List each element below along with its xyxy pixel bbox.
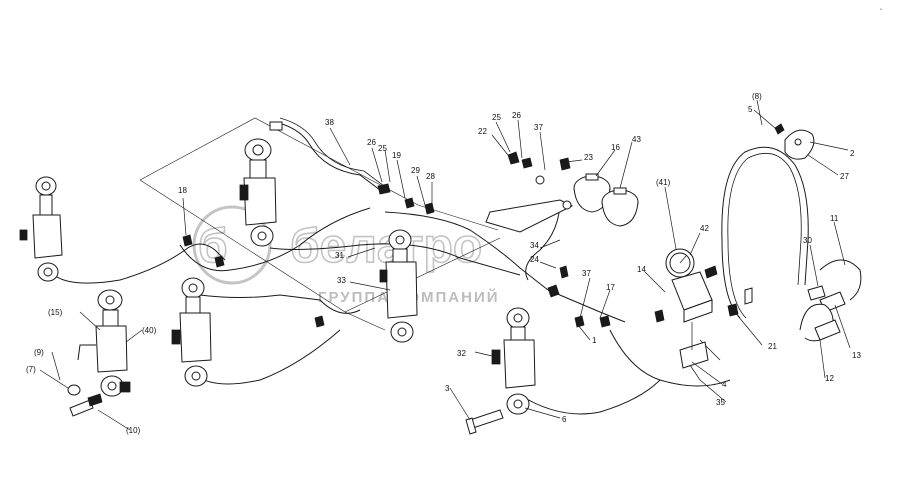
- label-33: 33: [337, 276, 346, 285]
- label-17: 17: [606, 283, 615, 292]
- cylinder-lower-left: [171, 277, 212, 387]
- label-31: 31: [335, 251, 344, 260]
- label-27: 27: [840, 172, 849, 181]
- label-14: 14: [637, 265, 646, 274]
- cylinder-lower-right: [465, 307, 536, 435]
- label-6: 6: [562, 415, 567, 424]
- watermark: б белагро ГРУППА КОМПАНИЙ: [192, 205, 498, 306]
- right-side-parts: [744, 123, 862, 342]
- label-26-upper: 26: [367, 138, 376, 147]
- valve-block-with-gauge: [665, 248, 718, 369]
- label-22: 22: [478, 127, 487, 136]
- label-16: 16: [611, 143, 620, 152]
- cylinder-left: [19, 176, 63, 282]
- label-12: 12: [825, 374, 834, 383]
- label-30: 30: [803, 236, 812, 245]
- label-25-right: 25: [492, 113, 501, 122]
- label-8: (8): [752, 92, 762, 101]
- cylinder-center: [379, 229, 418, 343]
- label-13: 13: [852, 351, 861, 360]
- label-26-right: 26: [512, 111, 521, 120]
- cylinder-upper-middle: [239, 121, 283, 247]
- label-42: 42: [700, 224, 709, 233]
- label-2: 2: [850, 149, 855, 158]
- part-labels: 38 26 25 19 29 28 18 31 33 34 24 25 26 2…: [26, 92, 861, 435]
- hoses: [47, 117, 809, 415]
- label-37-upper: 37: [534, 123, 543, 132]
- corner-mark: a: [880, 7, 882, 11]
- bracket-plate: [485, 175, 574, 233]
- label-7: (7): [26, 365, 36, 374]
- label-4: 4: [722, 380, 727, 389]
- label-3: 3: [445, 384, 450, 393]
- fittings: [182, 151, 739, 328]
- label-29: 29: [411, 166, 420, 175]
- label-9: (9): [34, 348, 44, 357]
- label-38: 38: [325, 118, 334, 127]
- label-28: 28: [426, 172, 435, 181]
- label-25-upper: 25: [378, 144, 387, 153]
- label-23: 23: [584, 153, 593, 162]
- label-15: (15): [48, 308, 63, 317]
- label-19: 19: [392, 151, 401, 160]
- accumulators: [573, 173, 639, 227]
- label-21: 21: [768, 342, 777, 351]
- cylinder-bottom-left: [67, 289, 131, 417]
- leader-lines: [39, 99, 851, 431]
- label-1: 1: [592, 336, 597, 345]
- label-24: 24: [530, 255, 539, 264]
- label-34: 34: [530, 241, 539, 250]
- label-43: 43: [632, 135, 641, 144]
- label-32: 32: [457, 349, 466, 358]
- label-37-lower: 37: [582, 269, 591, 278]
- label-18: 18: [178, 186, 187, 195]
- label-11: 11: [830, 214, 839, 223]
- label-40: (40): [142, 326, 157, 335]
- label-5: 5: [748, 105, 753, 114]
- label-10: (10): [126, 426, 141, 435]
- label-41: (41): [656, 178, 671, 187]
- label-35: 35: [716, 398, 725, 407]
- frame-lines: [139, 117, 501, 331]
